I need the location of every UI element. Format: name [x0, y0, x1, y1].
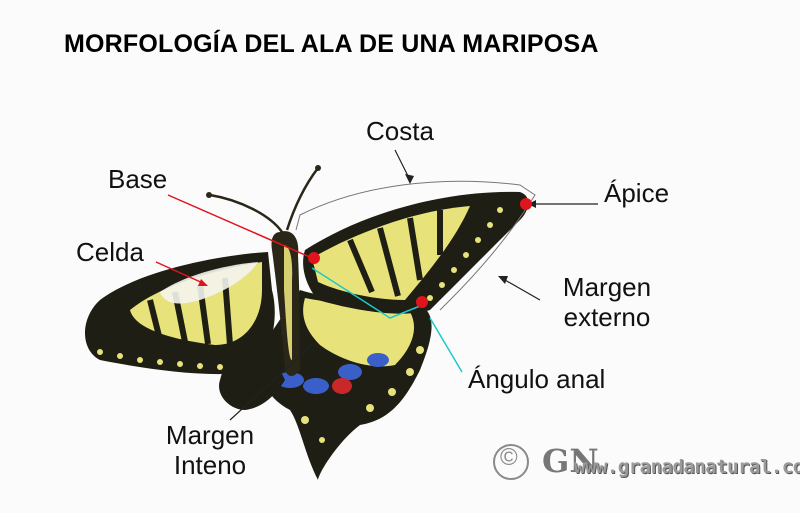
- label-base: Base: [108, 164, 168, 194]
- costa-arrowhead: [405, 174, 414, 184]
- website-watermark: www.granadanatural.com: [574, 456, 800, 478]
- copyright-symbol: ©: [500, 444, 518, 471]
- label-margen-externo: Margen externo: [548, 272, 666, 332]
- body-stripe: [284, 245, 293, 360]
- label-celda: Celda: [76, 237, 144, 267]
- label-margen-externo-line1: Margen: [562, 272, 652, 302]
- label-apice: Ápice: [604, 178, 670, 208]
- label-margen-interno-line2: Inteno: [173, 450, 247, 480]
- label-margen-interno-line1: Margen: [165, 420, 255, 450]
- celda-red-line: [155, 261, 206, 285]
- costa-outline: [295, 180, 536, 311]
- apice-marker: [520, 198, 532, 210]
- right-fore-wing-yellow: [312, 206, 470, 300]
- base-red-line: [167, 194, 313, 259]
- label-costa: Costa: [366, 116, 434, 146]
- cell-highlight: [160, 262, 258, 304]
- left-fore-margin-dots: [97, 349, 223, 370]
- label-angulo-anal: Ángulo anal: [468, 364, 606, 394]
- copyright-circle: [493, 444, 529, 480]
- right-fore-margin-dots: [427, 207, 503, 301]
- right-fore-bars: [347, 210, 443, 297]
- hind-margin-dots: [301, 346, 424, 443]
- margen-externo-arrowhead: [498, 276, 508, 284]
- celda-arrowhead: [198, 279, 208, 286]
- label-margen-externo-line2: externo: [563, 302, 651, 332]
- cyan-lines: [311, 267, 463, 373]
- label-margen-interno: Margen Inteno: [155, 420, 265, 480]
- antennae: [209, 167, 319, 233]
- page-title: MORFOLOGÍA DEL ALA DE UNA MARIPOSA: [64, 30, 599, 58]
- base-marker: [308, 252, 320, 264]
- eye-spot: [332, 378, 352, 394]
- angulo-anal-marker: [416, 296, 428, 308]
- logo-mark: GN: [542, 442, 599, 480]
